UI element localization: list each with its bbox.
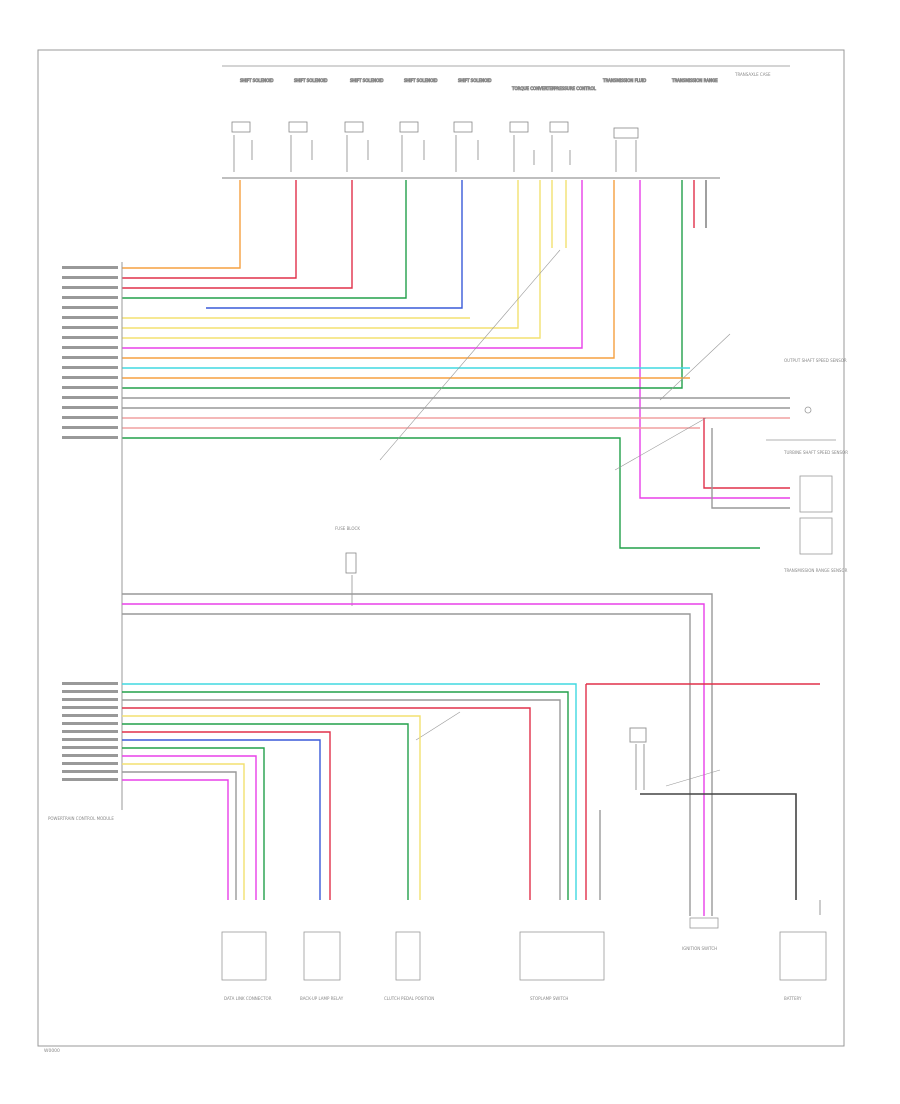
top-label: TRANSAXLE CASE [734,72,771,77]
top-wires [122,180,790,499]
top-component-label-7: PRESSURE CONTROL [554,86,597,91]
footer-code: W0000 [44,1048,60,1054]
mid-wires [122,317,790,549]
fuse-block: FUSE BLOCK [335,526,360,606]
power-wires [122,593,713,916]
left-module-label: POWERTRAIN CONTROL MODULE [48,816,114,821]
top-component-label-4: SHIFT SOLENOID [404,78,438,83]
top-component-label-9: TRANSMISSION RANGE [671,78,718,83]
top-component-label-5: SHIFT SOLENOID [458,78,492,83]
top-components: SHIFT SOLENOID SHIFT SOLENOID SHIFT SOLE… [231,78,718,172]
lower-wires [122,683,820,900]
bottom-component-6: BATTERY [784,996,802,1001]
pcm-lower-pin-labels [62,682,118,781]
svg-text:FUSE BLOCK: FUSE BLOCK [335,526,360,531]
top-component-label-3: SHIFT SOLENOID [350,78,384,83]
battery-branch [629,727,821,915]
bottom-component-3: CLUTCH PEDAL POSITION [384,996,434,1001]
right-sensors [766,406,836,555]
bottom-component-5: IGNITION SWITCH [682,946,717,951]
right-component-2: TURBINE SHAFT SPEED SENSOR [783,450,848,455]
bottom-components [221,917,827,981]
top-component-label-1: SHIFT SOLENOID [240,78,274,83]
top-component-label-8: TRANSMISSION FLUID [602,78,646,83]
right-component-3: TRANSMISSION RANGE SENSOR [783,568,848,573]
right-component-1: OUTPUT SHAFT SPEED SENSOR [784,358,847,363]
diagram-border [37,49,845,1047]
leader-lines [379,249,731,787]
pcm-pin-labels [62,266,118,439]
bottom-component-4: STOPLAMP SWITCH [530,996,568,1001]
bottom-component-1: DATA LINK CONNECTOR [224,996,272,1001]
top-component-label-2: SHIFT SOLENOID [294,78,328,83]
top-component-label-6: TORQUE CONVERTER [511,86,555,91]
bottom-component-2: BACK-UP LAMP RELAY [300,996,344,1001]
